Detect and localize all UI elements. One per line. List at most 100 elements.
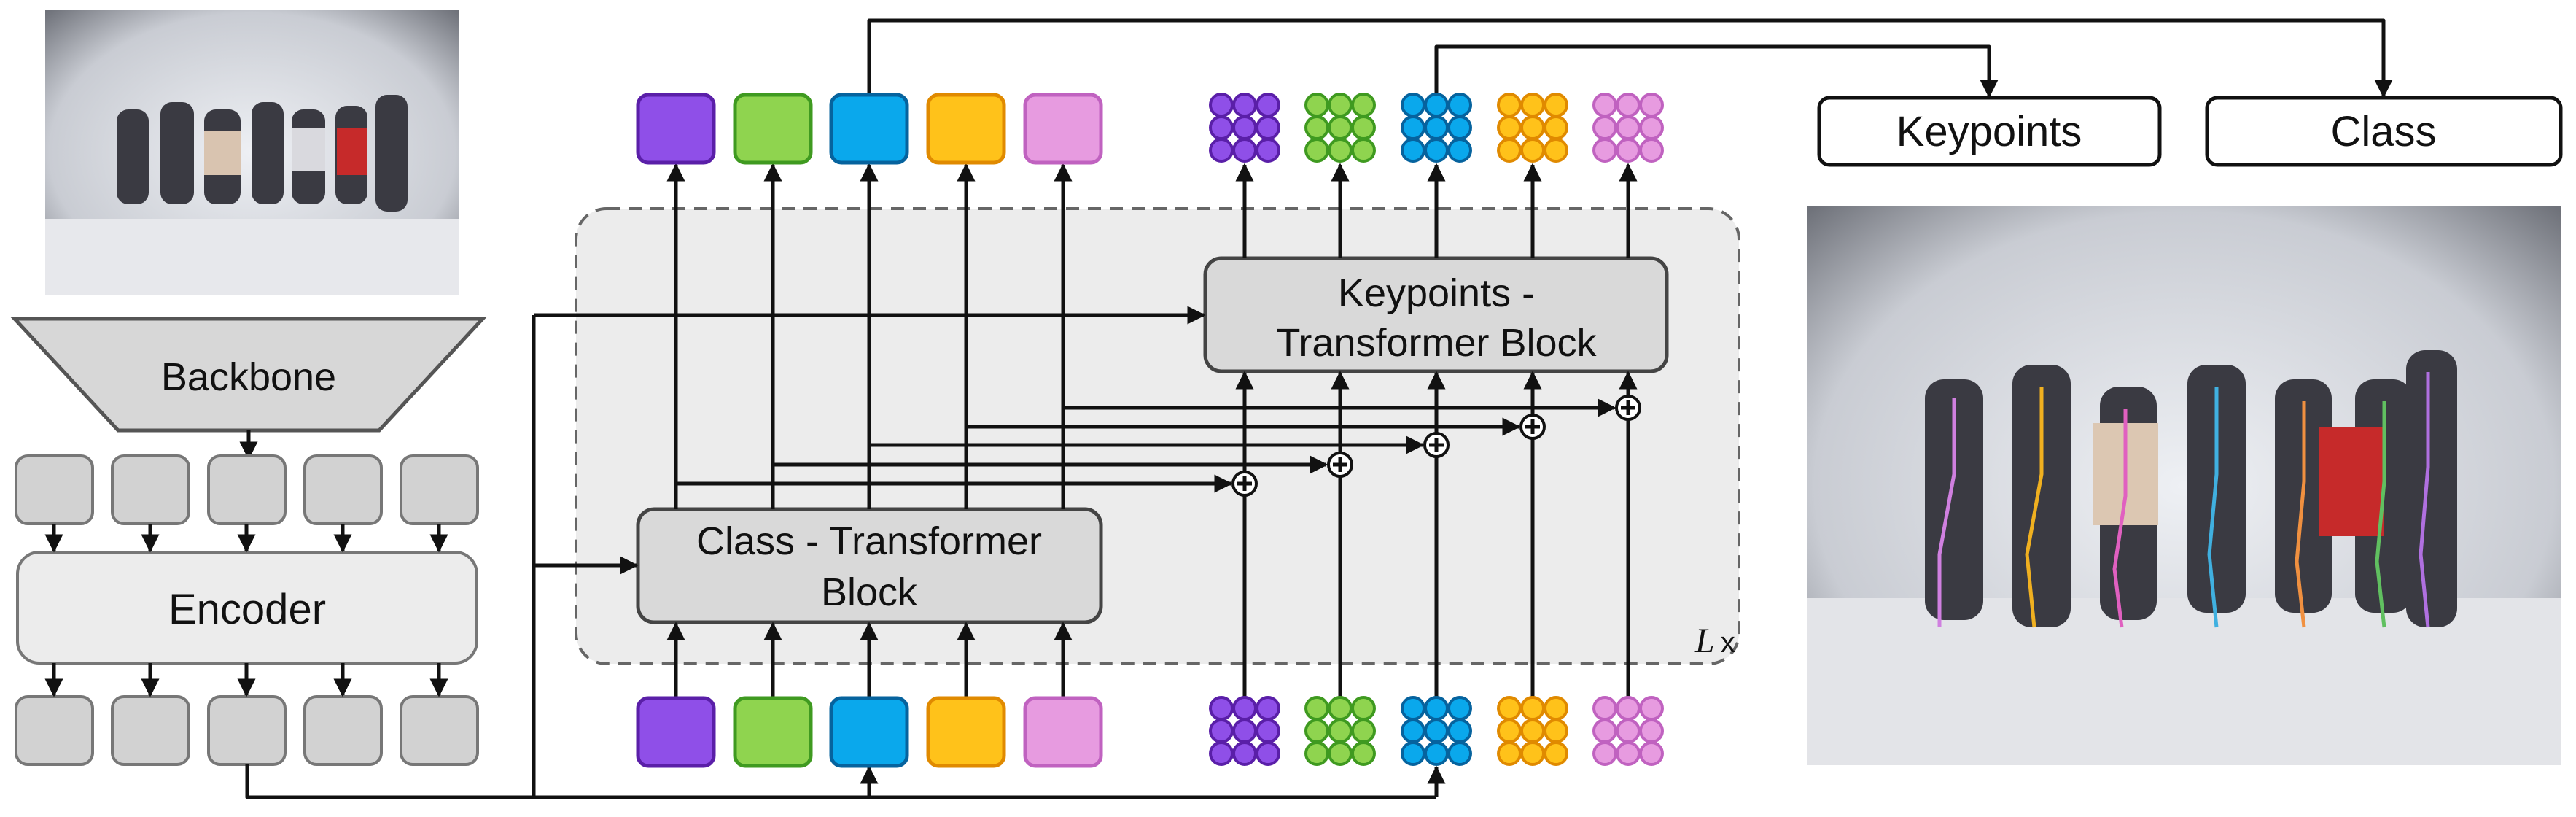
keypoint-token bbox=[1497, 719, 1522, 743]
encoder-arrows bbox=[44, 524, 448, 697]
keypoint-token bbox=[1328, 138, 1353, 163]
keypoint-token bbox=[1328, 696, 1353, 721]
keypoint-token bbox=[1544, 115, 1568, 140]
keypoint-token bbox=[1424, 696, 1449, 721]
keypoint-token bbox=[1328, 741, 1353, 766]
keypoint-token bbox=[1232, 741, 1257, 766]
keypoint-token bbox=[1351, 696, 1376, 721]
keypoint-token bbox=[1447, 138, 1472, 163]
kp-block-line2: Transformer Block bbox=[1276, 321, 1597, 365]
feature-token-bottom bbox=[303, 695, 383, 766]
keypoint-token-grid-input bbox=[1497, 696, 1568, 766]
keypoint-token bbox=[1256, 719, 1280, 743]
class-output-box: Class bbox=[2205, 96, 2563, 167]
class-token-input bbox=[733, 696, 813, 768]
keypoint-token bbox=[1209, 719, 1234, 743]
class-token-input bbox=[926, 696, 1006, 768]
keypoint-token bbox=[1592, 719, 1617, 743]
encoder-feed-line bbox=[245, 764, 1436, 799]
feature-token-top bbox=[303, 454, 383, 525]
keypoints-transformer-block: Keypoints - Transformer Block bbox=[1203, 256, 1669, 373]
keypoint-token bbox=[1447, 741, 1472, 766]
class-token-output bbox=[829, 93, 909, 165]
class-token-input bbox=[1023, 696, 1103, 768]
keypoint-token bbox=[1256, 696, 1280, 721]
keypoint-token bbox=[1401, 741, 1425, 766]
keypoint-token bbox=[1424, 93, 1449, 117]
keypoint-token bbox=[1520, 719, 1545, 743]
keypoint-token bbox=[1592, 138, 1617, 163]
keypoint-token-grid-input bbox=[1209, 696, 1280, 766]
backbone-block: Backbone bbox=[10, 317, 487, 433]
keypoint-token-grid-output bbox=[1497, 93, 1568, 163]
keypoint-token bbox=[1544, 93, 1568, 117]
keypoint-token bbox=[1592, 696, 1617, 721]
feature-row-top bbox=[15, 454, 479, 525]
keypoint-token bbox=[1351, 741, 1376, 766]
keypoint-token bbox=[1304, 696, 1329, 721]
keypoint-token bbox=[1544, 696, 1568, 721]
keypoint-token bbox=[1304, 93, 1329, 117]
keypoint-token bbox=[1304, 138, 1329, 163]
keypoint-token bbox=[1639, 741, 1664, 766]
connectors bbox=[245, 18, 2393, 799]
keypoint-token bbox=[1520, 93, 1545, 117]
keypoint-token bbox=[1447, 719, 1472, 743]
keypoint-token bbox=[1616, 719, 1641, 743]
keypoint-token bbox=[1497, 138, 1522, 163]
encoder-label: Encoder bbox=[168, 586, 326, 633]
feature-token-bottom bbox=[111, 695, 190, 766]
keypoints-output-label: Keypoints bbox=[1896, 108, 2082, 155]
keypoint-token bbox=[1616, 138, 1641, 163]
keypoint-token bbox=[1424, 115, 1449, 140]
keypoint-token bbox=[1616, 115, 1641, 140]
feature-token-top bbox=[15, 454, 94, 525]
feature-token-top bbox=[111, 454, 190, 525]
class-output-label: Class bbox=[2330, 108, 2436, 155]
class-block-line1: Class - Transformer bbox=[696, 519, 1042, 563]
keypoint-token bbox=[1424, 138, 1449, 163]
keypoint-token bbox=[1639, 115, 1664, 140]
tokens bbox=[636, 93, 1664, 768]
class-token-input bbox=[829, 696, 909, 768]
keypoint-token bbox=[1520, 115, 1545, 140]
keypoint-token bbox=[1616, 696, 1641, 721]
keypoint-token-grid-output bbox=[1209, 93, 1280, 163]
kp-block-line1: Keypoints - bbox=[1338, 271, 1535, 315]
keypoint-token bbox=[1209, 93, 1234, 117]
keypoint-token bbox=[1401, 719, 1425, 743]
keypoint-token bbox=[1520, 741, 1545, 766]
keypoint-token bbox=[1447, 696, 1472, 721]
keypoint-token bbox=[1351, 115, 1376, 140]
keypoint-token bbox=[1424, 741, 1449, 766]
keypoint-token bbox=[1639, 719, 1664, 743]
keypoint-token bbox=[1497, 115, 1522, 140]
keypoint-token bbox=[1520, 138, 1545, 163]
keypoint-token bbox=[1401, 138, 1425, 163]
keypoint-token bbox=[1256, 93, 1280, 117]
keypoint-token bbox=[1232, 719, 1257, 743]
class-token-output bbox=[1023, 93, 1103, 165]
keypoint-token bbox=[1447, 93, 1472, 117]
keypoint-token-grid-output bbox=[1401, 93, 1472, 163]
keypoint-token bbox=[1424, 719, 1449, 743]
class-token-output bbox=[926, 93, 1006, 165]
keypoint-token bbox=[1616, 741, 1641, 766]
keypoint-token bbox=[1351, 138, 1376, 163]
encoder-block: Encoder bbox=[16, 551, 478, 665]
keypoint-token-grid-input bbox=[1304, 696, 1376, 766]
keypoint-token bbox=[1209, 696, 1234, 721]
keypoint-token bbox=[1304, 115, 1329, 140]
keypoint-token bbox=[1639, 93, 1664, 117]
keypoints-output-box: Keypoints bbox=[1817, 96, 2162, 167]
class-output-route bbox=[867, 18, 2393, 98]
class-token-input bbox=[636, 696, 716, 768]
keypoint-token bbox=[1304, 741, 1329, 766]
keypoint-token bbox=[1304, 719, 1329, 743]
keypoint-token bbox=[1232, 138, 1257, 163]
keypoint-token bbox=[1256, 115, 1280, 140]
output-photo bbox=[1807, 206, 2561, 765]
keypoint-token bbox=[1544, 741, 1568, 766]
